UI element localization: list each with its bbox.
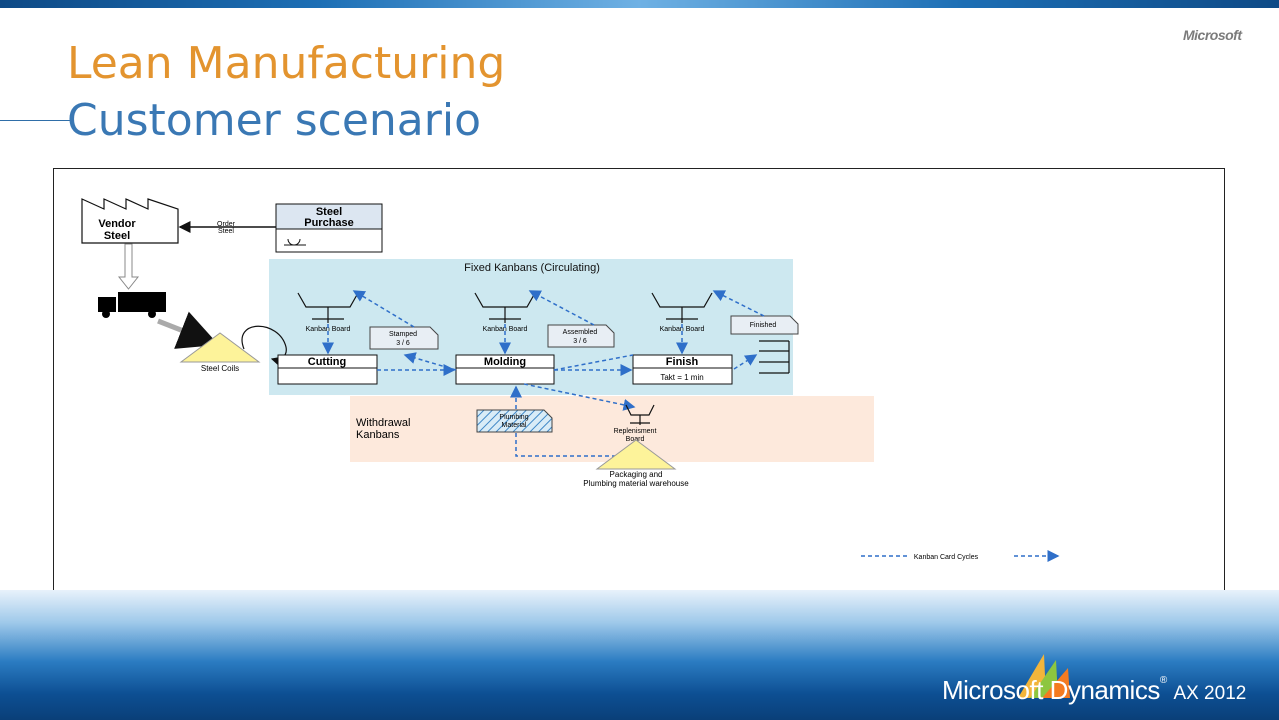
brand-name: Microsoft Dynamics <box>942 675 1160 705</box>
vendor-factory-icon <box>81 198 179 244</box>
title-rule <box>0 120 72 121</box>
slide-title: Lean Manufacturing <box>67 38 506 89</box>
brand-mark: ® <box>1159 675 1167 686</box>
plumbing-label-2: Material <box>502 422 527 429</box>
brand-version: AX 2012 <box>1173 683 1247 704</box>
order-label: Order <box>217 221 236 228</box>
steel-coils-inventory-icon <box>179 332 261 363</box>
replenishment-board-icon <box>625 404 655 425</box>
schedule-icon <box>284 238 306 246</box>
cutting-label: Cutting <box>308 356 346 368</box>
kanban-board-cutting-label: Kanban Board <box>306 326 351 333</box>
kanban-board-finish-label: Kanban Board <box>660 326 705 333</box>
bottom-brand-band <box>0 590 1279 720</box>
plumbing-label: Plumbing <box>499 414 528 421</box>
stamped-card <box>369 326 439 350</box>
stamped-qty: 3 / 6 <box>396 340 410 347</box>
kanban-flow-arrows <box>322 290 765 457</box>
stamped-label: Stamped <box>389 331 417 338</box>
withdrawal-label-2: Kanbans <box>356 429 400 441</box>
shipping-rack-icon <box>759 340 790 374</box>
legend-label: Kanban Card Cycles <box>914 554 979 561</box>
assembled-qty: 3 / 6 <box>573 338 587 345</box>
molding-label: Molding <box>484 356 526 368</box>
replenishment-label: Replenisment <box>614 428 657 435</box>
slide-subtitle: Customer scenario <box>67 95 481 146</box>
warehouse-inventory-icon <box>595 439 677 470</box>
dynamics-brand: Microsoft Dynamics® AX 2012 <box>942 675 1246 706</box>
plumbing-material-card <box>476 409 553 433</box>
replenishment-label-2: Board <box>626 436 645 443</box>
withdrawal-kanban-zone <box>350 396 874 462</box>
value-stream-diagram: Fixed Kanbans (Circulating) Vendor Steel… <box>53 168 1225 630</box>
fixed-kanban-title: Fixed Kanbans (Circulating) <box>464 262 600 274</box>
finished-label: Finished <box>750 322 777 329</box>
takt-label: Takt = 1 min <box>660 373 703 382</box>
cutting-process <box>277 354 378 385</box>
assembled-card <box>547 324 615 348</box>
purchase-label-2: Purchase <box>304 217 354 229</box>
withdrawal-label: Withdrawal <box>356 417 410 429</box>
microsoft-logo: Microsoft <box>1183 27 1242 43</box>
order-label-2: Steel <box>218 228 234 235</box>
shipment-push-arrow <box>117 243 140 290</box>
steel-coils-label: Steel Coils <box>201 364 239 373</box>
kanban-board-finish-icon <box>651 292 713 323</box>
dynamics-logo-icon <box>1018 654 1070 698</box>
truck-icon <box>98 292 166 318</box>
warehouse-label-2: Plumbing material warehouse <box>583 479 689 488</box>
finish-process <box>632 354 733 385</box>
delivery-arrow <box>157 311 219 349</box>
assembled-label: Assembled <box>563 329 598 336</box>
top-accent-band <box>0 0 1279 8</box>
warehouse-label: Packaging and <box>610 470 663 479</box>
finish-label: Finish <box>666 356 699 368</box>
vendor-label-2: Steel <box>104 230 130 242</box>
purchase-label: Steel <box>316 206 342 218</box>
kanban-board-molding-label: Kanban Board <box>483 326 528 333</box>
finished-card <box>730 315 799 335</box>
vendor-label: Vendor <box>98 218 136 230</box>
